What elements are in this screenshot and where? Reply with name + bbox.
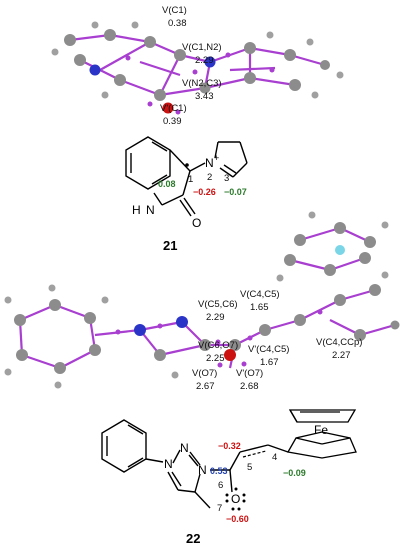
atom-n1-22: N (164, 457, 173, 471)
label-vc6o7: V(C6,O7) (198, 340, 238, 351)
locant-5-22: 5 (247, 462, 252, 473)
label-vpc4c5-value: 1.67 (260, 357, 279, 368)
structure-22 (101, 419, 289, 509)
value-0.53: 0.53 (210, 466, 228, 476)
label-vo7-value: 2.67 (196, 381, 215, 392)
atom-fe-22: Fe (314, 423, 328, 437)
label-vn2c3: V(N2,C3) (182, 78, 222, 89)
label-vc1n2-value: 2.29 (195, 55, 214, 66)
oxygen-lone-pairs (225, 487, 246, 511)
label-vc4c5: V(C4,C5) (240, 289, 280, 300)
label-vc4ccp-value: 2.27 (332, 350, 351, 361)
label-vpc1: V'(C1) (160, 103, 187, 114)
atom-o-21: O (192, 216, 201, 230)
label-vpc1-value: 0.39 (163, 116, 182, 127)
label-vc5c6: V(C5,C6) (198, 299, 238, 310)
compound-label-22: 22 (186, 531, 200, 546)
label-vc4ccp: V(C4,CCp) (316, 337, 362, 348)
label-vc1n2: V(C1,N2) (182, 42, 222, 53)
top-3d-model (69, 33, 326, 97)
atom-o-22: O (231, 492, 240, 506)
locant-1-21: 1 (188, 174, 193, 185)
dashed-bond-22 (242, 450, 267, 458)
label-vpc4c5: V'(C4,C5) (248, 344, 289, 355)
label-vn2c3-value: 3.43 (195, 91, 214, 102)
locant-7-22: 7 (217, 503, 222, 514)
mid-model-atoms (4, 211, 400, 389)
atom-nplus-21: N (205, 156, 214, 170)
structure-21 (125, 136, 248, 217)
value-minus-0.26: −0.26 (193, 187, 216, 197)
atom-n3-22: N (198, 463, 207, 477)
locant-2-21: 2 (207, 172, 212, 183)
label-vc1-value: 0.38 (168, 18, 187, 29)
top-model-labels: V(C1) 0.38 V(C1,N2) 2.29 V(N2,C3) 3.43 V… (160, 5, 222, 127)
radical-dot-21 (185, 163, 189, 167)
atom-n-21: N (146, 203, 155, 217)
top-model-atoms (51, 21, 344, 115)
label-vc6o7-value: 2.25 (206, 353, 225, 364)
label-vc5c6-value: 2.29 (206, 312, 225, 323)
locant-3-21: 3 (224, 173, 229, 184)
label-vc1: V(C1) (162, 5, 187, 16)
value-0.08: 0.08 (158, 179, 176, 189)
compound-label-21: 21 (163, 238, 177, 253)
mid-model-labels: V(C5,C6) 2.29 V(C4,C5) 1.65 V(C6,O7) 2.2… (192, 289, 362, 392)
phenyl-ring-22 (101, 419, 147, 473)
value-minus-0.60: −0.60 (226, 514, 249, 524)
value-minus-0.09: −0.09 (283, 468, 306, 478)
plus-sign-21: + (214, 153, 219, 163)
structure-22-text: Fe N N N O 4 5 6 7 −0.32 0.53 −0.09 −0.6… (164, 423, 328, 546)
locant-6-22: 6 (218, 480, 223, 491)
ferrocene (286, 409, 357, 459)
label-vc4c5-value: 1.65 (250, 302, 269, 313)
label-vpo7-value: 2.68 (240, 381, 259, 392)
atom-h-21: H (132, 203, 141, 217)
atom-n2-22: N (180, 441, 189, 455)
label-vo7: V(O7) (192, 368, 217, 379)
structure-21-text: N H O N + 1 2 3 0.08 −0.26 −0.07 21 (132, 153, 247, 253)
value-minus-0.07: −0.07 (224, 187, 247, 197)
label-vpo7: V'(O7) (236, 368, 263, 379)
value-minus-0.32: −0.32 (218, 441, 241, 451)
locant-4-22: 4 (272, 452, 277, 463)
